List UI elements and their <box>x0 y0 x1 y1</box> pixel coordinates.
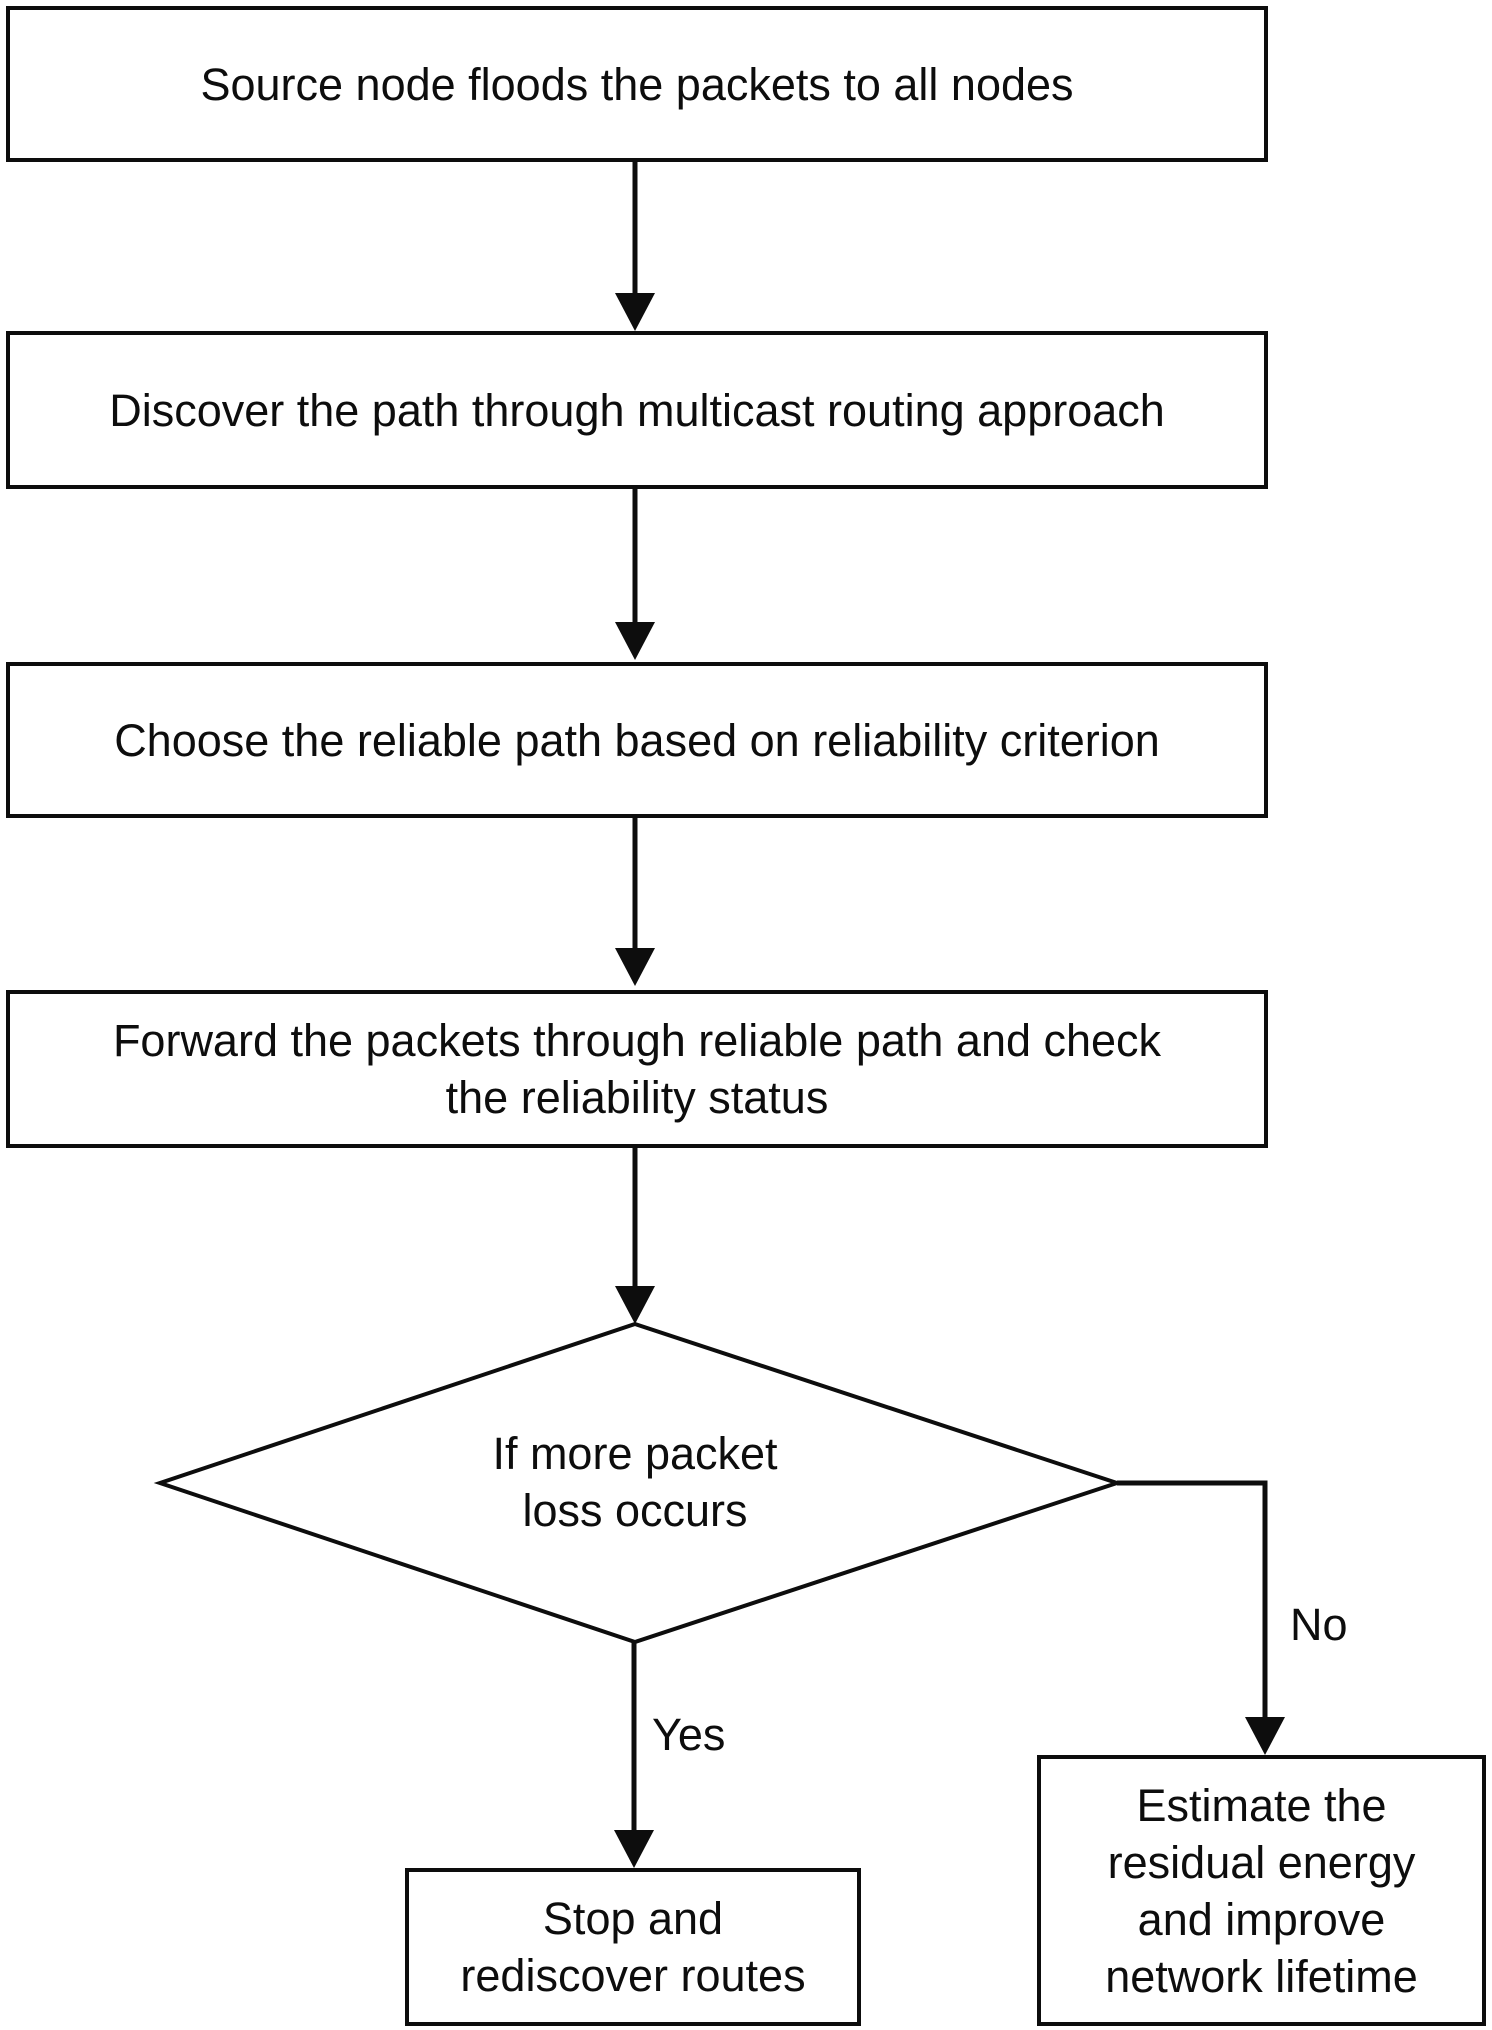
node-estimate-energy: Estimate the residual energy and improve… <box>1037 1755 1486 2026</box>
arrow-yes-to-stop <box>614 1642 654 1868</box>
arrow-no-to-estimate <box>1117 1480 1285 1755</box>
arrow-choose-to-forward <box>615 818 655 986</box>
node-source-floods: Source node floods the packets to all no… <box>6 6 1268 162</box>
node-label-line: network lifetime <box>1105 1950 1418 2002</box>
node-forward-packets: Forward the packets through reliable pat… <box>6 990 1268 1148</box>
node-label: Source node floods the packets to all no… <box>200 58 1074 110</box>
node-label-line: If more packet <box>492 1428 778 1479</box>
node-label-line: the reliability status <box>445 1072 829 1123</box>
arrow-source-to-discover <box>615 162 655 331</box>
node-label-line: loss occurs <box>522 1485 748 1536</box>
node-label-line: Estimate the <box>1136 1779 1387 1831</box>
branch-label-yes: Yes <box>652 1709 726 1760</box>
decision-packet-loss-label: If more packet loss occurs <box>335 1425 935 1539</box>
node-label-line: rediscover routes <box>460 1950 806 2001</box>
node-label: Choose the reliable path based on reliab… <box>114 714 1160 766</box>
arrow-discover-to-choose <box>615 489 655 660</box>
node-label-line: and improve <box>1137 1893 1386 1945</box>
node-label-line: Forward the packets through reliable pat… <box>112 1015 1162 1066</box>
node-label-line: residual energy <box>1107 1836 1416 1888</box>
node-choose-reliable-path: Choose the reliable path based on reliab… <box>6 662 1268 818</box>
node-label: Discover the path through multicast rout… <box>109 384 1165 436</box>
arrow-forward-to-decision <box>615 1148 655 1324</box>
node-discover-path: Discover the path through multicast rout… <box>6 331 1268 489</box>
node-label-line: Stop and <box>542 1893 724 1944</box>
node-stop-rediscover: Stop and rediscover routes <box>405 1868 861 2026</box>
branch-label-no: No <box>1290 1599 1348 1650</box>
